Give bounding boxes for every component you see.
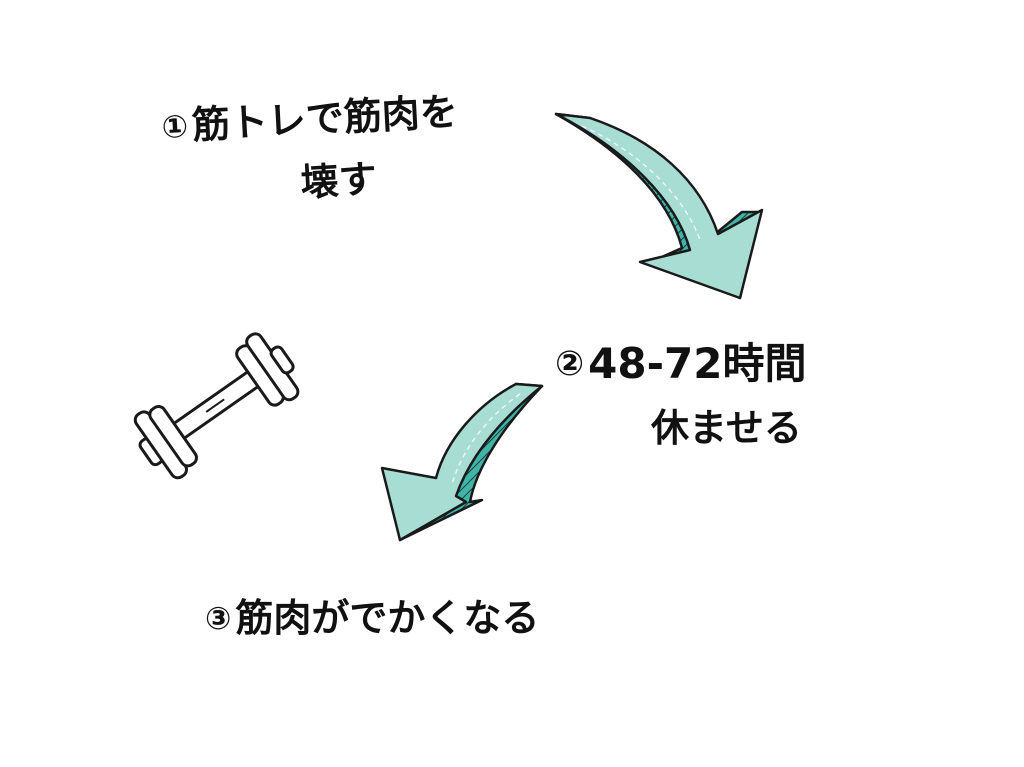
curved-arrow-down-right-icon [554,112,764,300]
step-2-number: ② [555,344,585,385]
step-2-label: ②48-72時間 休ませる [555,332,806,460]
step-2-text-1: 48-72時間 [588,339,807,388]
step-2-line-1: ②48-72時間 [555,332,806,396]
dumbbell-icon [133,332,300,480]
step-3-number: ③ [205,600,232,637]
step-3-text-1: 筋肉がでかくなる [235,596,540,640]
curved-arrow-down-left-icon [380,382,544,542]
step-2-text-2: 休ませる [651,406,802,451]
